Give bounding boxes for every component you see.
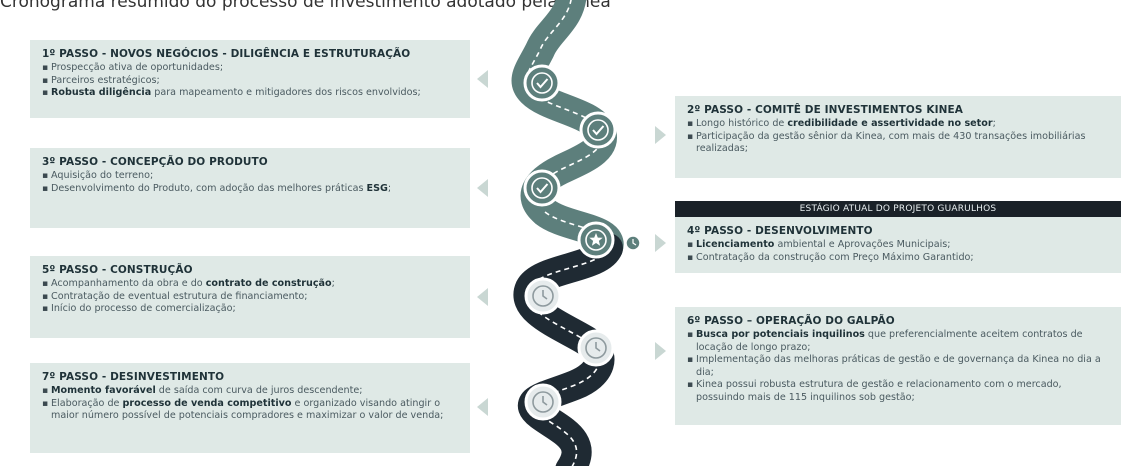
clock-icon-hands (595, 342, 601, 352)
step-1-bullets: Prospecção ativa de oportunidades;Parcei… (42, 62, 460, 100)
check-icon (531, 72, 553, 94)
clock-icon (532, 391, 554, 413)
step-7-bullet: Momento favorável de saída com curva de … (42, 385, 460, 398)
step-2-title: 2º PASSO - COMITÊ DE INVESTIMENTOS KINEA (687, 104, 963, 116)
check-icon-mark (592, 125, 605, 136)
clock-icon (532, 285, 554, 307)
step-5-bullet: Início do processo de comercialização; (42, 303, 460, 316)
step-3-arrow (477, 179, 488, 197)
road-lane-marking (525, 0, 603, 213)
step-1-bullet: Robusta diligência para mapeamento e mit… (42, 87, 460, 100)
step-2-marker (579, 111, 617, 149)
step-4-box: 4º PASSO - DESENVOLVIMENTO Licenciamento… (675, 217, 1121, 273)
step-6-arrow (655, 342, 666, 360)
step-4-title: 4º PASSO - DESENVOLVIMENTO (687, 225, 873, 237)
step-5-title: 5º PASSO - CONSTRUÇÃO (42, 264, 193, 276)
step-5-bullet: Acompanhamento da obra e do contrato de … (42, 278, 460, 291)
step-7-title: 7º PASSO - DESINVESTIMENTO (42, 371, 225, 383)
clock-icon (585, 337, 607, 359)
step-3-title: 3º PASSO - CONCEPÇÃO DO PRODUTO (42, 156, 268, 168)
clock-icon (632, 239, 637, 246)
step-4-arrow (655, 234, 666, 252)
check-icon (531, 177, 553, 199)
step-6-box: 6º PASSO – OPERAÇÃO DO GALPÃO Busca por … (675, 307, 1121, 425)
step-7-arrow (477, 398, 488, 416)
step-5-arrow (477, 288, 488, 306)
step-6-bullets: Busca por potenciais inquilinos que pref… (687, 329, 1111, 404)
step-2-bullet: Participação da gestão sênior da Kinea, … (687, 131, 1111, 156)
step-4-bullet: Contratação da construção com Preço Máxi… (687, 252, 1111, 265)
step-1-title: 1º PASSO - NOVOS NEGÓCIOS - DILIGÊNCIA E… (42, 48, 411, 60)
step-6-bullet: Busca por potenciais inquilinos que pref… (687, 329, 1111, 354)
page-header: Cronograma resumido do processo de inves… (0, 0, 611, 12)
step-1-marker (523, 64, 561, 102)
step-6-bullet: Implementação das melhoras práticas de g… (687, 354, 1111, 379)
star-icon (589, 233, 603, 246)
step-3-bullet: Aquisição do terreno; (42, 170, 460, 183)
step-3-box: 3º PASSO - CONCEPÇÃO DO PRODUTO Aquisiçã… (30, 148, 470, 228)
step-3-bullets: Aquisição do terreno;Desenvolvimento do … (42, 170, 460, 195)
step-5-bullets: Acompanhamento da obra e do contrato de … (42, 278, 460, 316)
check-icon-mark (536, 78, 549, 89)
step-1-bullet: Prospecção ativa de oportunidades; (42, 62, 460, 75)
step-1-bullet: Parceiros estratégicos; (42, 75, 460, 88)
step-5-box: 5º PASSO - CONSTRUÇÃO Acompanhamento da … (30, 256, 470, 338)
step-2-arrow (655, 126, 666, 144)
step-3-marker (523, 169, 561, 207)
step-4-bullet: Licenciamento ambiental e Aprovações Mun… (687, 239, 1111, 252)
step-5-bullet: Contratação de eventual estrutura de fin… (42, 291, 460, 304)
check-icon-mark (536, 183, 549, 194)
clock-icon-hands (542, 290, 548, 300)
step-6-bullet: Kinea possui robusta estrutura de gestão… (687, 379, 1111, 404)
step-2-bullets: Longo histórico de credibilidade e asser… (687, 118, 1111, 156)
step-1-arrow (477, 70, 488, 88)
step-2-bullet: Longo histórico de credibilidade e asser… (687, 118, 1111, 131)
step-6-title: 6º PASSO – OPERAÇÃO DO GALPÃO (687, 315, 895, 327)
step-1-box: 1º PASSO - NOVOS NEGÓCIOS - DILIGÊNCIA E… (30, 40, 470, 118)
clock-icon-hands (542, 396, 548, 406)
step-2-box: 2º PASSO - COMITÊ DE INVESTIMENTOS KINEA… (675, 96, 1121, 178)
step-7-bullets: Momento favorável de saída com curva de … (42, 385, 460, 423)
star-icon-ring (585, 229, 607, 251)
current-stage-banner: ESTÁGIO ATUAL DO PROJETO GUARULHOS (675, 201, 1121, 217)
step-4-bullets: Licenciamento ambiental e Aprovações Mun… (687, 239, 1111, 264)
step-7-box: 7º PASSO - DESINVESTIMENTO Momento favor… (30, 363, 470, 453)
check-icon (587, 119, 609, 141)
step-3-bullet: Desenvolvimento do Produto, com adoção d… (42, 183, 460, 196)
step-7-bullet: Elaboração de processo de venda competit… (42, 398, 460, 423)
